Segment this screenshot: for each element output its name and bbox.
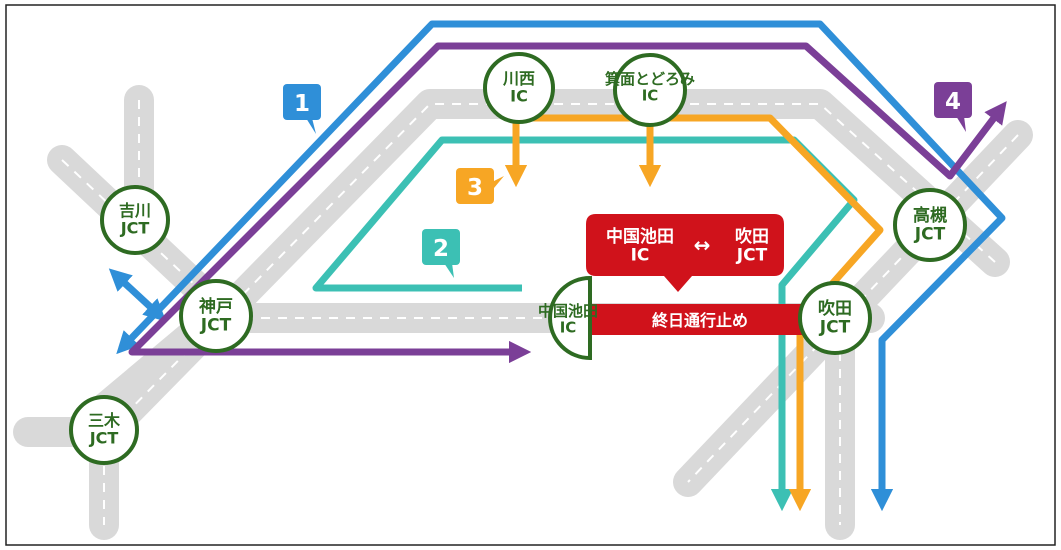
svg-text:3: 3 xyxy=(467,175,483,201)
badge-route-2: 2 xyxy=(422,229,460,278)
route-4-line xyxy=(128,42,1007,364)
svg-text:2: 2 xyxy=(433,236,449,262)
badge-route-3: 3 xyxy=(456,168,504,204)
closure-label: 終日通行止め xyxy=(652,311,748,330)
closure-bar xyxy=(566,304,806,335)
route-3-line xyxy=(516,114,884,512)
badge-route-1: 1 xyxy=(283,84,321,134)
closure-callout xyxy=(586,214,784,292)
map-frame-border xyxy=(5,4,1056,546)
svg-text:4: 4 xyxy=(945,89,961,115)
yoshikawa-link-arrow xyxy=(108,268,167,322)
closure-arrow: ↔ xyxy=(694,233,711,257)
svg-text:1: 1 xyxy=(294,91,310,117)
badge-route-4: 4 xyxy=(934,82,972,132)
road-upper-band xyxy=(97,89,1010,443)
route-badges: 1 2 3 4 xyxy=(283,82,972,278)
